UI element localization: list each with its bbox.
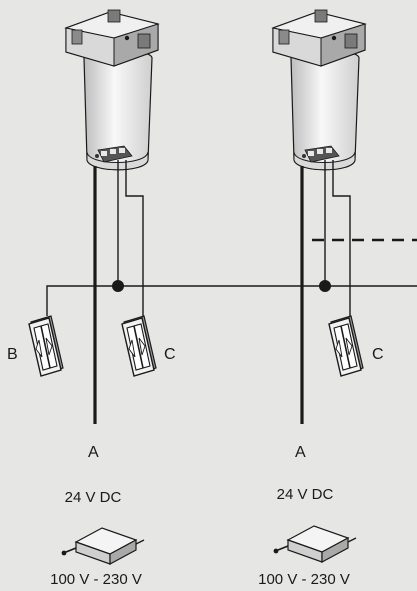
psu-input-right: 100 V - 230 V: [258, 571, 350, 588]
rocker-switch-icon: [121, 315, 157, 377]
wire-to-switch-c-right: [332, 160, 351, 318]
power-supply-icon: [60, 527, 145, 565]
wire-to-switch-c-left: [125, 160, 144, 318]
junction-dot-icon: [319, 280, 331, 292]
label-c-left: C: [164, 346, 176, 363]
switch-c-left: [121, 315, 157, 377]
psu-input-left: 100 V - 230 V: [50, 571, 142, 588]
power-supply-left: [60, 527, 145, 565]
psu-output-left: 24 V DC: [65, 489, 122, 506]
label-a-right: A: [295, 444, 306, 461]
power-supply-icon: [272, 525, 357, 563]
drive-unit-icon: [65, 9, 159, 171]
drive-unit-left: [65, 9, 159, 171]
rocker-switch-icon: [328, 315, 364, 377]
drive-unit-icon: [272, 9, 366, 171]
label-a-left: A: [88, 444, 99, 461]
switch-c-right: [328, 315, 364, 377]
label-b: B: [7, 346, 18, 363]
bus-wire: [46, 285, 417, 316]
switch-b: [28, 315, 64, 377]
drive-unit-right: [272, 9, 366, 171]
power-supply-right: [272, 525, 357, 563]
label-c-right: C: [372, 346, 384, 363]
rocker-switch-icon: [28, 315, 64, 377]
psu-output-right: 24 V DC: [277, 486, 334, 503]
junction-dot-icon: [112, 280, 124, 292]
